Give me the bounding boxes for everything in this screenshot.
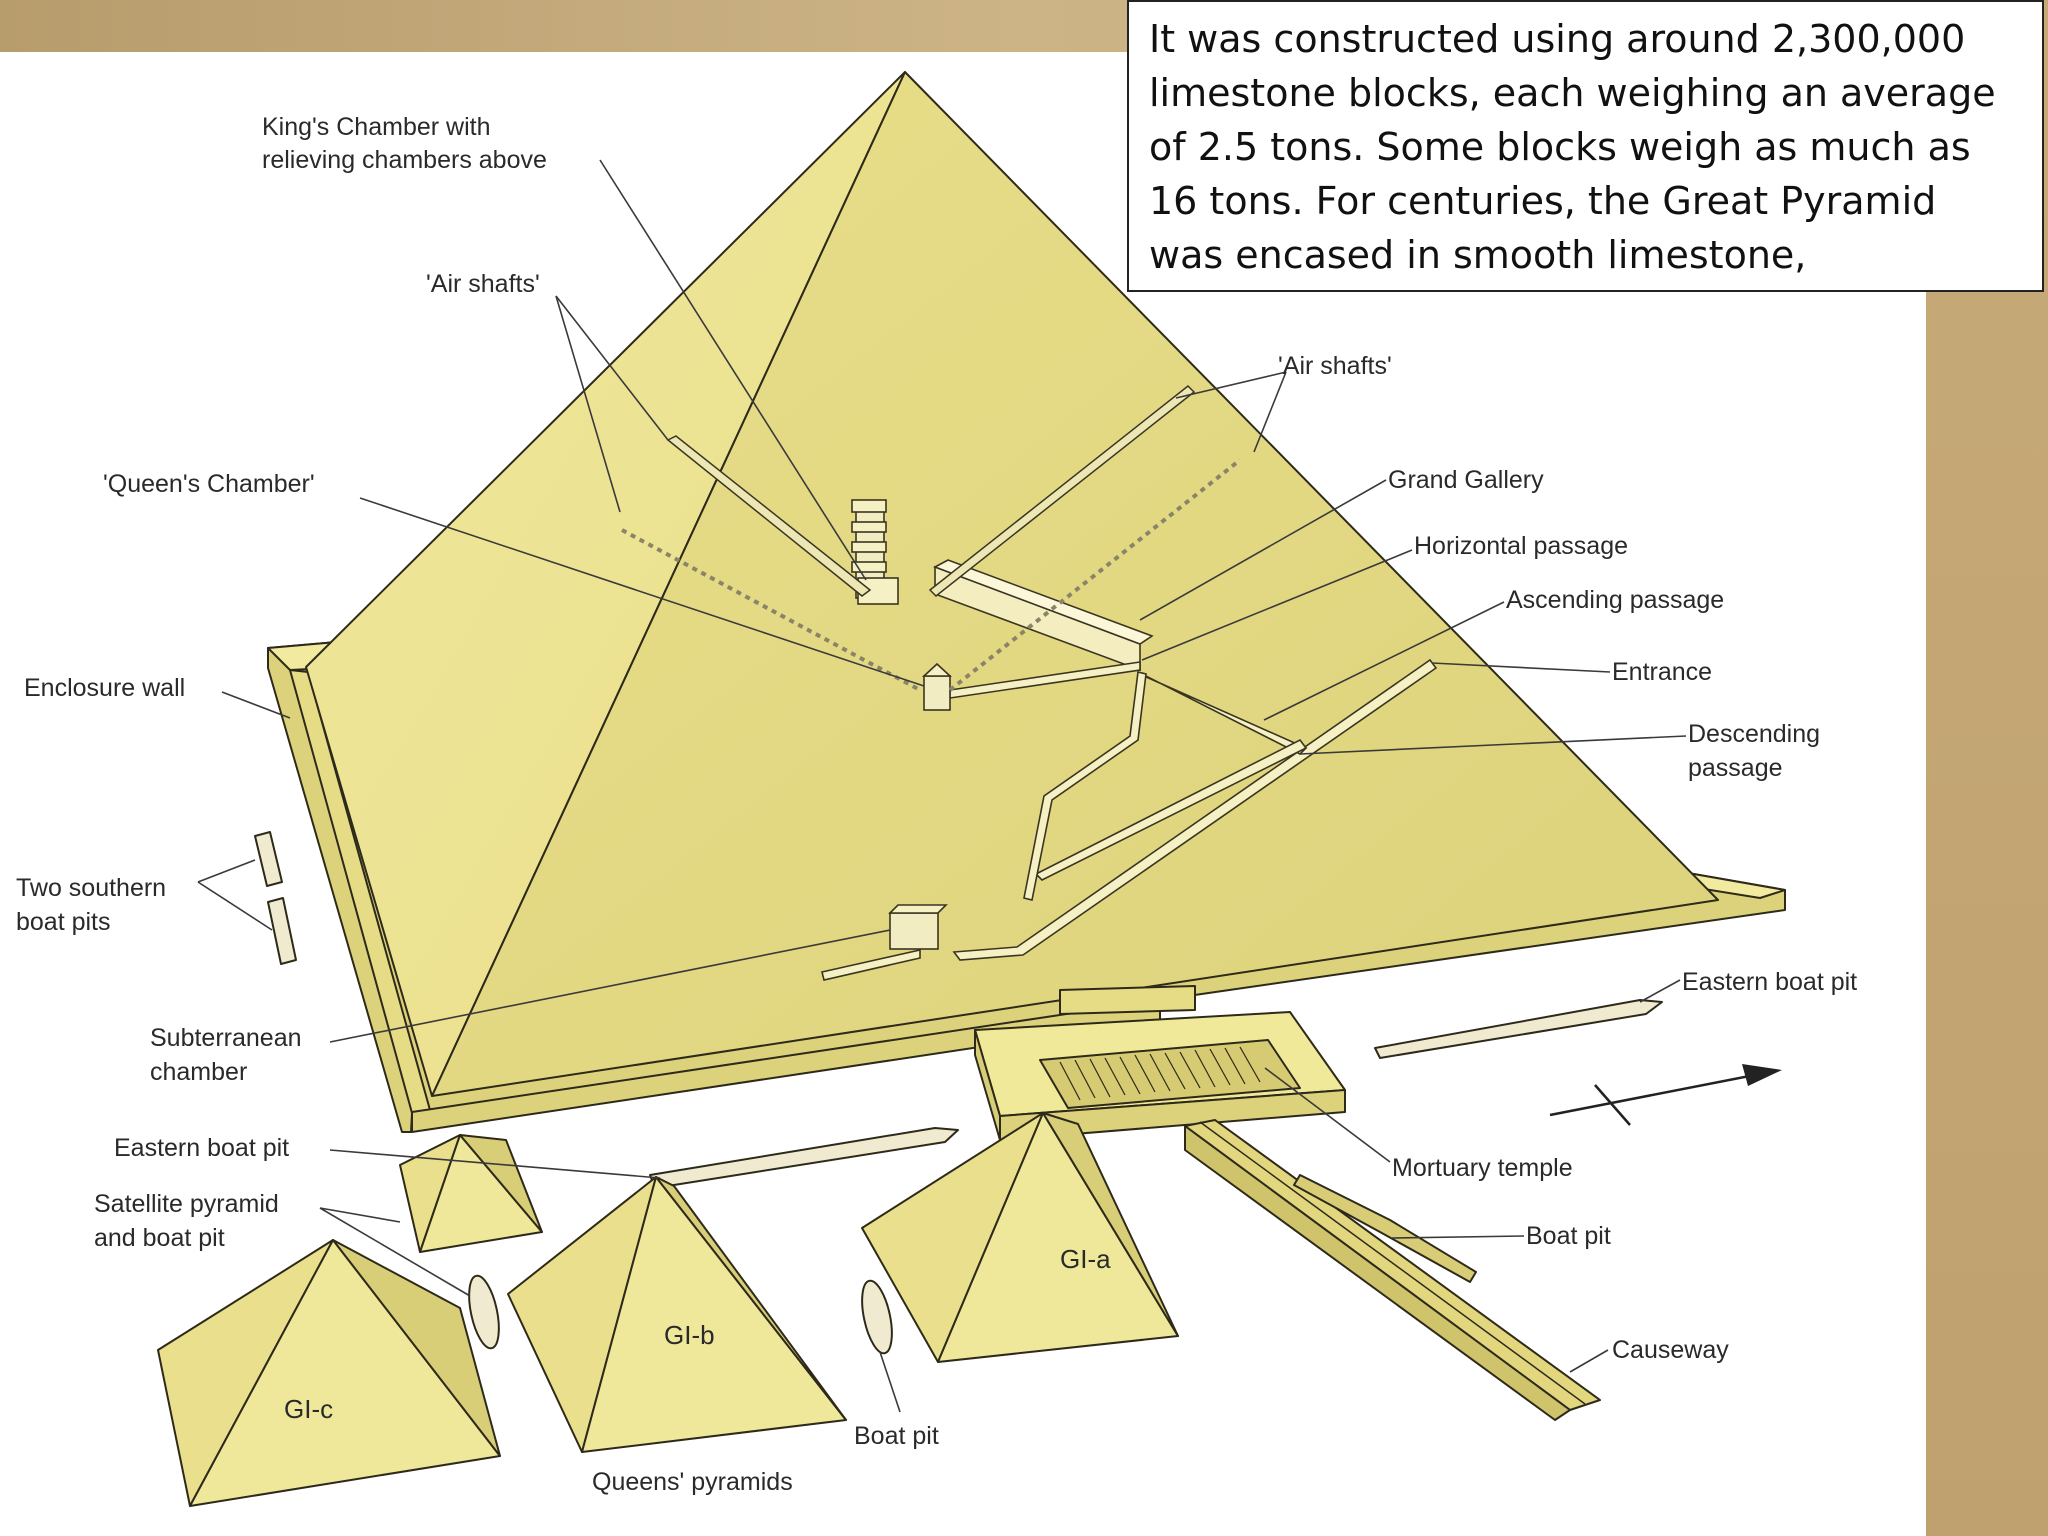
satellite-pyramid bbox=[399, 1134, 543, 1253]
label-queens-chamber: 'Queen's Chamber' bbox=[103, 470, 315, 498]
label-gi-b: GI-b bbox=[664, 1320, 715, 1350]
label-satellite-pyramid-line1: Satellite pyramid bbox=[94, 1190, 279, 1218]
label-kings-chamber-line2: relieving chambers above bbox=[262, 146, 547, 174]
boat-pits bbox=[254, 831, 1663, 1355]
label-two-southern-boat-pits-line2: boat pits bbox=[16, 908, 111, 936]
boat-pit-causeway bbox=[1293, 1174, 1477, 1283]
info-callout: It was constructed using around 2,300,00… bbox=[1127, 0, 2044, 292]
label-grand-gallery: Grand Gallery bbox=[1388, 466, 1544, 494]
label-horizontal-passage: Horizontal passage bbox=[1414, 532, 1628, 560]
great-pyramid bbox=[305, 71, 1719, 1097]
label-mortuary-temple: Mortuary temple bbox=[1392, 1154, 1573, 1182]
leader-lines bbox=[197, 159, 1687, 1413]
label-descending-passage-line2: passage bbox=[1688, 754, 1783, 782]
label-boat-pit-bottom: Boat pit bbox=[854, 1422, 939, 1450]
label-satellite-pyramid-line2: and boat pit bbox=[94, 1224, 225, 1252]
label-subterranean-chamber-line1: Subterranean bbox=[150, 1024, 302, 1052]
callout-text: It was constructed using around 2,300,00… bbox=[1149, 17, 1996, 277]
label-air-shafts-right: 'Air shafts' bbox=[1278, 352, 1392, 380]
label-gi-c: GI-c bbox=[284, 1394, 333, 1424]
label-ascending-passage: Ascending passage bbox=[1506, 586, 1724, 614]
air-shafts bbox=[621, 384, 1242, 692]
label-air-shafts-left: 'Air shafts' bbox=[426, 270, 540, 298]
label-descending-passage-line1: Descending bbox=[1688, 720, 1820, 748]
label-eastern-boat-pit-right: Eastern boat pit bbox=[1682, 968, 1857, 996]
label-entrance: Entrance bbox=[1612, 658, 1712, 686]
label-causeway: Causeway bbox=[1612, 1336, 1729, 1364]
label-two-southern-boat-pits-line1: Two southern bbox=[16, 874, 166, 902]
label-queens-pyramids: Queens' pyramids bbox=[592, 1468, 793, 1496]
queens-pyramid-gi-c bbox=[157, 1239, 501, 1507]
queens-pyramid-gi-a bbox=[861, 1112, 1179, 1363]
mortuary-temple bbox=[974, 985, 1346, 1141]
label-kings-chamber-line1: King's Chamber with bbox=[262, 113, 490, 141]
causeway bbox=[1184, 1119, 1601, 1421]
label-eastern-boat-pit-left: Eastern boat pit bbox=[114, 1134, 289, 1162]
labels: King's Chamber with relieving chambers a… bbox=[16, 113, 1857, 1496]
north-arrow bbox=[1549, 1064, 1782, 1126]
label-gi-a: GI-a bbox=[1060, 1244, 1111, 1274]
label-subterranean-chamber-line2: chamber bbox=[150, 1058, 247, 1086]
queens-pyramid-gi-b bbox=[507, 1176, 847, 1453]
label-enclosure-wall: Enclosure wall bbox=[24, 674, 185, 702]
label-boat-pit-right: Boat pit bbox=[1526, 1222, 1611, 1250]
